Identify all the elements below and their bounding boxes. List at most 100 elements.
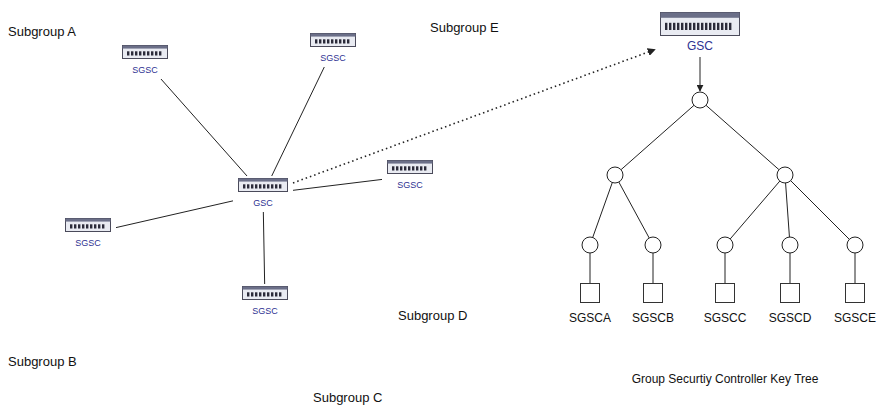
- leaf-square-outline: [845, 284, 864, 303]
- leaf-square: [780, 283, 800, 303]
- key-tree-line: [700, 100, 785, 175]
- subgroup-label: Subgroup A: [8, 24, 76, 40]
- switch-port: [247, 292, 249, 296]
- tree-line: [411, 213, 418, 227]
- switch-port: [400, 166, 402, 170]
- controller-switch: SGSC: [384, 160, 436, 192]
- tree-line: [323, 75, 335, 88]
- tree-node: [403, 197, 410, 204]
- switch-port: [102, 224, 104, 228]
- key-tree-line: [725, 253, 726, 283]
- switch-port: [263, 184, 265, 188]
- cloud-shape: [100, 18, 245, 153]
- switch-port: [74, 224, 76, 228]
- controller-switch: GSC: [235, 178, 291, 210]
- tree-node: [308, 99, 315, 106]
- tree-node: [332, 85, 339, 92]
- key-tree-line: [785, 175, 790, 245]
- switch-port: [263, 292, 265, 296]
- switch-port: [721, 23, 723, 30]
- switch-port: [693, 23, 695, 30]
- switch-port: [271, 184, 273, 188]
- switch-port: [717, 23, 719, 30]
- tree-line: [250, 343, 251, 357]
- controller-label: SGSC: [75, 238, 101, 249]
- cloud-outline: [42, 200, 185, 320]
- tree-node: [237, 354, 244, 361]
- switch-icon: [310, 33, 356, 47]
- controller-label: SGSC: [252, 306, 278, 317]
- controller-label: SGSC: [397, 180, 423, 191]
- tree-node: [157, 120, 164, 127]
- tree-line: [143, 109, 153, 123]
- tree-node: [140, 106, 147, 113]
- tree-line: [240, 343, 250, 357]
- tree-node: [171, 120, 178, 127]
- switch-top: [239, 179, 288, 182]
- switch-port: [70, 224, 72, 228]
- leaf-square-outline: [643, 284, 662, 303]
- tree-line: [160, 109, 167, 123]
- tree-line: [301, 88, 311, 102]
- switch-port: [681, 23, 683, 30]
- switch-body: [661, 13, 740, 36]
- key-leaf-box: SGSCB: [629, 283, 677, 326]
- controller-switch: SGSC: [119, 45, 171, 77]
- tree-node: [259, 327, 266, 334]
- key-tree-node: [782, 237, 798, 253]
- tree-line: [135, 266, 142, 280]
- key-tree-line: [785, 175, 855, 245]
- connector-line: [272, 67, 325, 176]
- tree-node: [139, 263, 146, 270]
- switch-top: [661, 13, 740, 18]
- tree-line: [267, 343, 274, 357]
- switch-port: [701, 23, 703, 30]
- switch-port: [697, 23, 699, 30]
- switch-port: [255, 292, 257, 296]
- switch-port: [396, 166, 398, 170]
- tree-node: [381, 224, 388, 231]
- switch-top: [66, 219, 111, 222]
- key-tree-line: [615, 175, 653, 245]
- leaf-square-outline: [580, 284, 599, 303]
- switch-top: [123, 46, 168, 49]
- switch-port: [275, 184, 277, 188]
- switch-body: [239, 179, 288, 192]
- switch-port: [315, 39, 317, 43]
- switch-port: [677, 23, 679, 30]
- tree-line: [250, 343, 260, 357]
- switch-port: [685, 23, 687, 30]
- key-leaf-box: SGSCE: [831, 283, 879, 326]
- controller-arrow: [700, 57, 701, 91]
- key-tree-node: [692, 92, 708, 108]
- tree-line: [394, 200, 406, 213]
- controller-switch: SGSC: [307, 33, 359, 65]
- tree-line: [118, 266, 128, 280]
- tree-line: [130, 253, 142, 266]
- tree-node: [140, 120, 147, 127]
- cloud-shape: [192, 258, 332, 393]
- switch-port: [420, 166, 422, 170]
- switch-port: [673, 23, 675, 30]
- switch-icon: [65, 218, 111, 232]
- leaf-label: SGSCB: [632, 311, 674, 325]
- tree-node: [422, 224, 429, 231]
- tree-node: [325, 99, 332, 106]
- key-leaf-box: SGSCD: [766, 283, 815, 326]
- tree-node: [247, 340, 254, 347]
- leaf-square: [643, 283, 663, 303]
- switch-port: [729, 23, 731, 30]
- switch-port: [412, 166, 414, 170]
- tree-line: [167, 109, 174, 123]
- tree-line: [274, 343, 281, 357]
- switch-top: [243, 287, 288, 290]
- controller-label: SGSC: [132, 65, 158, 76]
- connector-line: [161, 79, 247, 176]
- controller-label: GSC: [687, 39, 713, 53]
- switch-port: [725, 23, 727, 30]
- switch-top: [311, 34, 356, 37]
- tree-line: [394, 213, 395, 227]
- switch-port: [271, 292, 273, 296]
